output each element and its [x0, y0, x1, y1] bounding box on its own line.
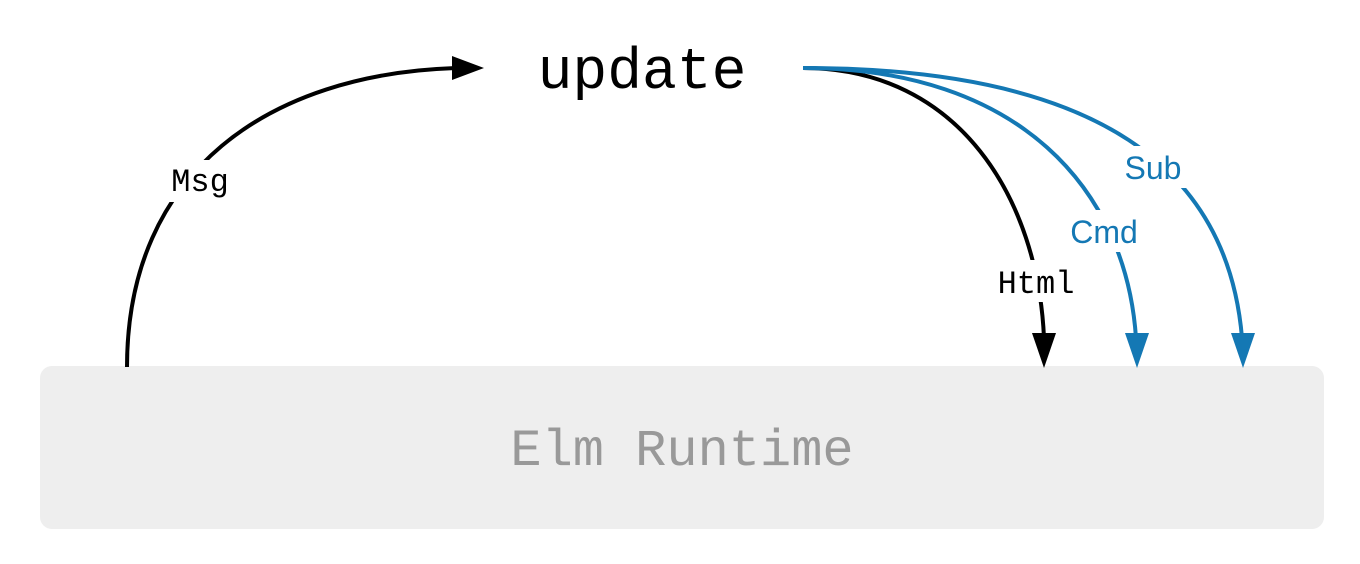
runtime-label: Elm Runtime [510, 422, 853, 481]
sub-label: Sub [1125, 150, 1182, 186]
sub-arrow [802, 66, 1244, 339]
cmd-arrowhead [1125, 333, 1149, 368]
msg-label: Msg [171, 164, 229, 201]
html-arrowhead [1032, 333, 1056, 368]
sub-label-bg [1116, 146, 1192, 188]
html-label-bg [988, 260, 1084, 302]
cmd-arrow [802, 66, 1138, 339]
update-label: update [538, 41, 747, 106]
msg-label-bg [162, 160, 238, 202]
sub-arrowhead [1231, 333, 1255, 368]
cmd-label: Cmd [1070, 214, 1138, 250]
msg-arrow [125, 66, 457, 368]
runtime-box [40, 366, 1324, 529]
msg-arrowhead [452, 56, 484, 80]
html-label: Html [998, 266, 1075, 303]
cmd-label-bg [1068, 210, 1140, 252]
